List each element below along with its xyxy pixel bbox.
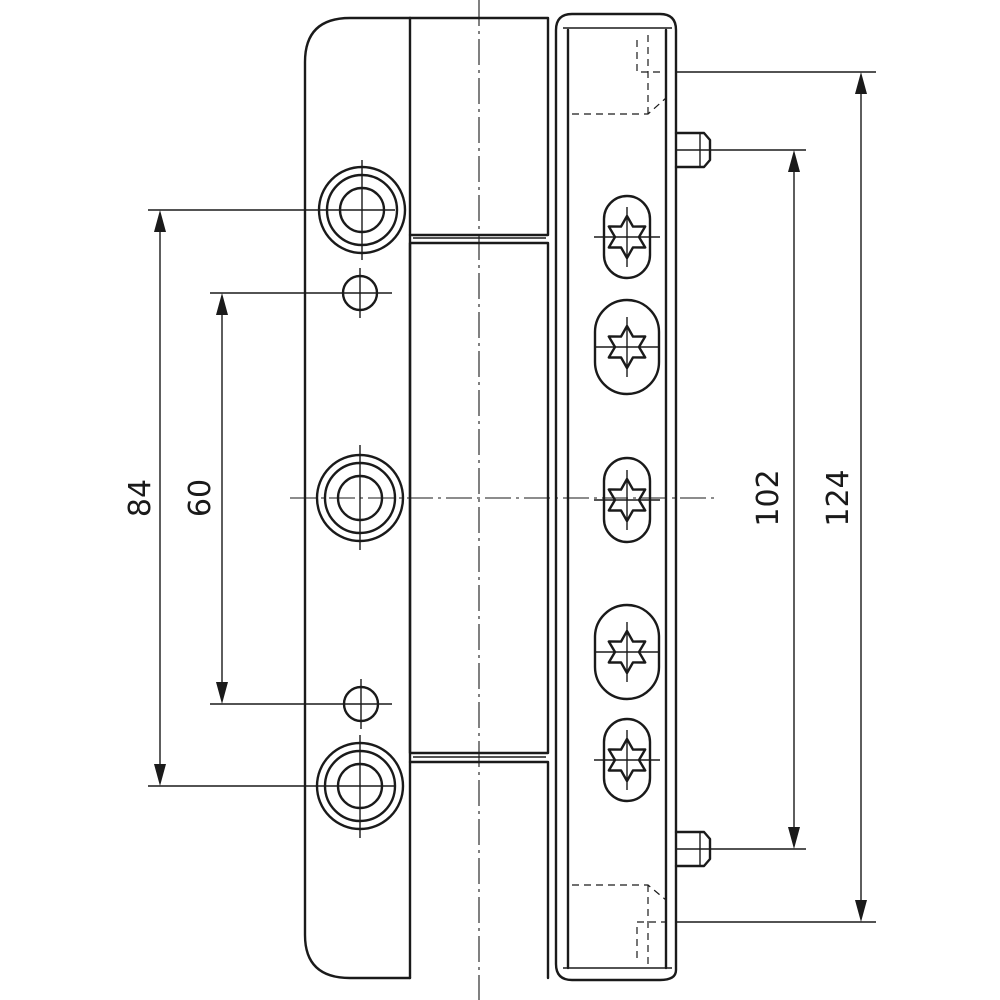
end-cap-top-hidden — [572, 30, 667, 115]
end-cap-bottom-hidden — [572, 884, 667, 968]
dimension-102: 102 — [676, 149, 806, 850]
dimension-84: 84 — [123, 209, 395, 787]
knuckle-bottom — [408, 760, 550, 980]
adjustment-slot — [594, 194, 660, 280]
dimension-label-60: 60 — [183, 479, 218, 517]
right-leaf-outline — [554, 12, 678, 982]
adjustment-slot — [593, 603, 661, 701]
dimension-label-84: 84 — [123, 479, 158, 517]
dimension-124: 124 — [676, 71, 876, 923]
dimension-label-102: 102 — [751, 469, 786, 526]
dimension-60: 60 — [183, 292, 392, 705]
adjustment-slots — [593, 194, 661, 803]
dimension-label-124: 124 — [821, 469, 856, 526]
adjustment-slot — [594, 456, 660, 544]
adjustment-slot — [594, 717, 660, 803]
adjustment-slot — [593, 298, 661, 396]
